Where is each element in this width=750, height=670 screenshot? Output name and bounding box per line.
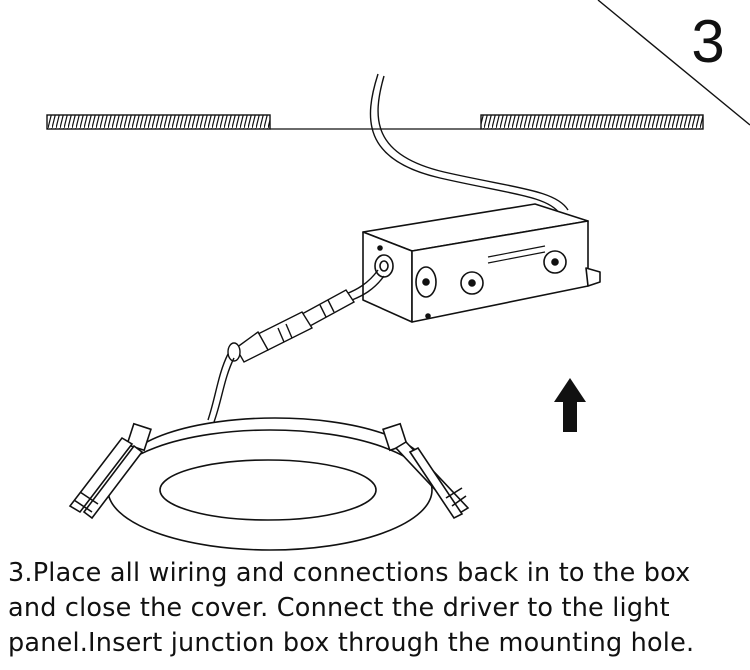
ceiling-right-section bbox=[480, 114, 704, 130]
recessed-light-panel-icon bbox=[68, 417, 470, 551]
spring-clip-left bbox=[68, 422, 152, 520]
corner-divider bbox=[597, 0, 750, 126]
panel-lead-wire bbox=[207, 353, 235, 423]
caption-line-1: 3.Place all wiring and connections back … bbox=[8, 558, 691, 588]
caption-line-2: and close the cover. Connect the driver … bbox=[8, 593, 670, 623]
junction-box-flange bbox=[585, 267, 601, 287]
wire-connector-icon bbox=[227, 289, 356, 363]
supply-wire bbox=[369, 73, 569, 215]
panel-lens bbox=[159, 459, 377, 521]
spring-clip-right bbox=[382, 422, 470, 520]
junction-box-icon bbox=[362, 203, 601, 323]
caption-line-3: panel.Insert junction box through the mo… bbox=[8, 628, 695, 658]
ceiling bbox=[46, 114, 704, 130]
ceiling-left-section bbox=[46, 114, 271, 130]
instruction-caption: 3.Place all wiring and connections back … bbox=[8, 556, 748, 661]
up-arrow-icon bbox=[554, 378, 586, 432]
step-number: 3 bbox=[691, 8, 725, 75]
